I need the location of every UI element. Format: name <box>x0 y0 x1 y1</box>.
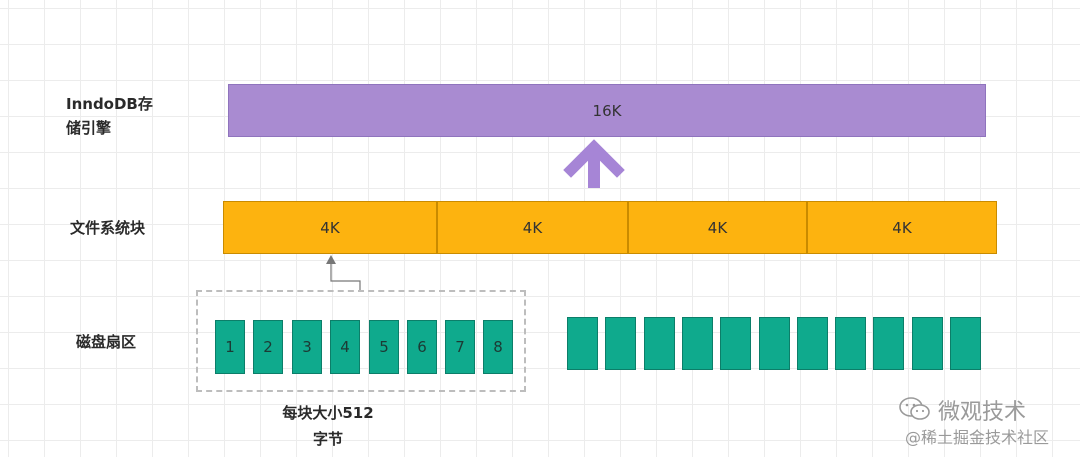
filesystem-block: 4K <box>628 201 807 254</box>
small-up-arrow-icon <box>326 255 361 290</box>
disk-sector: 2 <box>253 320 283 374</box>
big-up-arrow-icon <box>563 139 625 188</box>
sector-number: 4 <box>340 338 350 356</box>
disk-sector <box>912 317 943 370</box>
sector-number: 6 <box>417 338 427 356</box>
disk-sector <box>682 317 713 370</box>
innodb-page-size: 16K <box>592 101 622 120</box>
filesystem-block: 4K <box>437 201 628 254</box>
disk-sector: 4 <box>330 320 360 374</box>
caption-line1: 每块大小512 <box>282 404 374 422</box>
disk-sector: 3 <box>292 320 322 374</box>
filesystem-label: 文件系统块 <box>70 219 146 237</box>
sector-number: 5 <box>379 338 389 356</box>
disk-sector: 6 <box>407 320 437 374</box>
sector-number: 7 <box>455 338 465 356</box>
filesystem-block: 4K <box>223 201 437 254</box>
disk-sector <box>759 317 790 370</box>
filesystem-block-size: 4K <box>320 218 340 237</box>
watermark-source: @稀土掘金技术社区 <box>905 428 1050 447</box>
wechat-icon <box>899 397 930 420</box>
disk-sector <box>950 317 981 370</box>
watermark-title: 微观技术 <box>938 400 1027 425</box>
engine-label-line1: InndoDB存 <box>66 95 153 113</box>
disk-sector: 8 <box>483 320 513 374</box>
sector-number: 8 <box>493 338 503 356</box>
sector-size-caption: 每块大小512 字节 <box>268 400 388 452</box>
innodb-page-block: 16K <box>228 84 986 137</box>
sector-group-frame <box>196 290 526 392</box>
disk-sector: 7 <box>445 320 475 374</box>
disk-sector <box>605 317 636 370</box>
disk-sector: 5 <box>369 320 399 374</box>
disk-sector <box>835 317 866 370</box>
disk-sector <box>797 317 828 370</box>
disk-sector <box>644 317 675 370</box>
engine-label-line2: 储引擎 <box>66 119 112 137</box>
disk-sector <box>720 317 751 370</box>
filesystem-block: 4K <box>807 201 997 254</box>
sector-number: 1 <box>225 338 235 356</box>
filesystem-block-size: 4K <box>892 218 912 237</box>
disk-sector: 1 <box>215 320 245 374</box>
sector-number: 3 <box>302 338 312 356</box>
disk-sector <box>567 317 598 370</box>
engine-label: InndoDB存 储引擎 <box>66 92 153 140</box>
filesystem-block-size: 4K <box>522 218 543 237</box>
filesystem-blocks-row: 4K 4K 4K 4K <box>223 201 997 254</box>
caption-line2: 字节 <box>312 430 343 448</box>
disk-sector <box>873 317 904 370</box>
sector-number: 2 <box>263 338 273 356</box>
filesystem-block-size: 4K <box>707 218 728 237</box>
sectors-label: 磁盘扇区 <box>76 333 137 351</box>
